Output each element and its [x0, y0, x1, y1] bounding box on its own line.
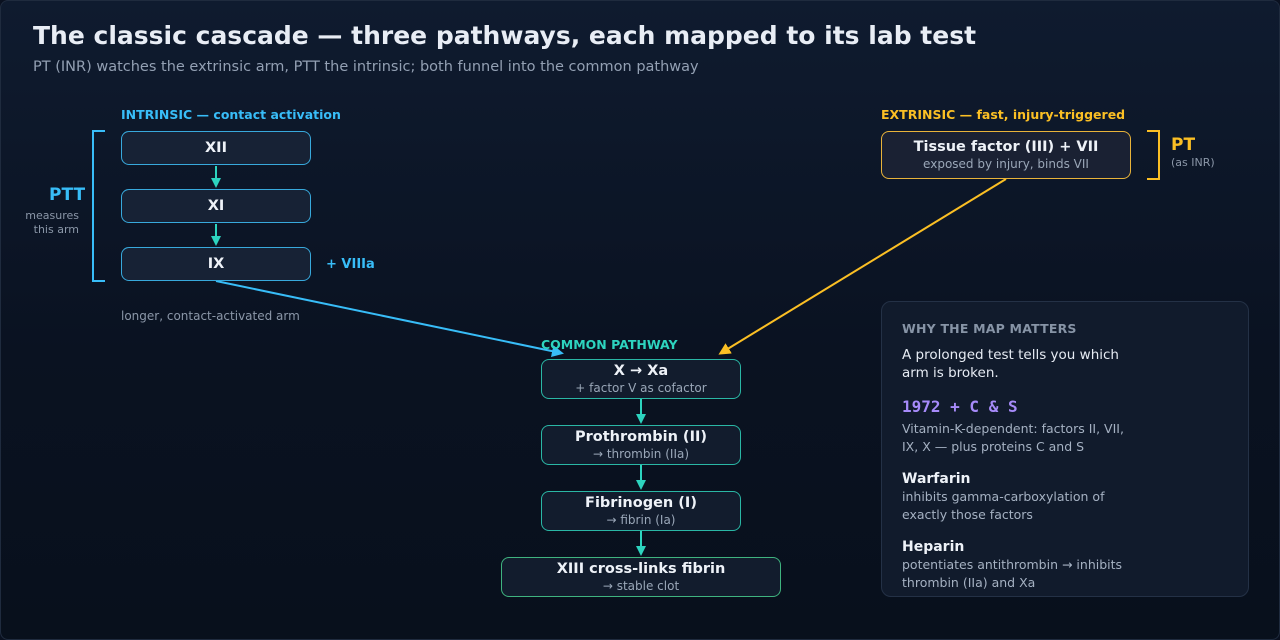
node-prothrombin-sub: → thrombin (IIa) [592, 447, 690, 461]
intrinsic-note: longer, contact-activated arm [121, 309, 300, 323]
node-factor-xii-label: XII [205, 140, 227, 156]
node-tissue-factor-sub: exposed by injury, binds VII [923, 157, 1089, 171]
panel-heading: WHY THE MAP MATTERS [902, 321, 1077, 336]
panel-stat-description: Vitamin-K-dependent: factors II, VII, IX… [902, 421, 1124, 454]
node-prothrombin: Prothrombin (II) → thrombin (IIa) [541, 425, 741, 465]
node-factor-x-label: X → Xa [613, 363, 669, 379]
pt-test-label: PT [1171, 135, 1196, 155]
cofactor-viiia: + VIIIa [326, 257, 375, 272]
panel-lead: A prolonged test tells you which arm is … [902, 347, 1119, 381]
node-fibrinogen: Fibrinogen (I) → fibrin (Ia) [541, 491, 741, 531]
panel-stat: 1972 + C & S [902, 397, 1018, 416]
node-factor-xiii: XIII cross-links fibrin → stable clot [501, 557, 781, 597]
pt-bracket [1147, 130, 1160, 180]
node-factor-ix-label: IX [207, 256, 225, 272]
node-factor-xi: XI [121, 189, 311, 223]
arrow-extrinsic-common [718, 178, 1007, 355]
ptt-note-line-2: this arm [33, 223, 79, 236]
node-factor-x-sub: + factor V as cofactor [575, 381, 707, 395]
ptt-note-line-1: measures [25, 209, 79, 222]
node-tissue-factor-label: Tissue factor (III) + VII [913, 139, 1099, 155]
panel-desc-warfarin: inhibits gamma-carboxylation of exactly … [902, 489, 1105, 522]
arrow-ix-common [215, 280, 564, 358]
node-factor-xiii-label: XIII cross-links fibrin [556, 561, 726, 577]
why-map-matters-panel: WHY THE MAP MATTERS A prolonged test tel… [881, 301, 1249, 597]
node-factor-xiii-sub: → stable clot [602, 579, 680, 593]
node-factor-ix: IX [121, 247, 311, 281]
page-title: The classic cascade — three pathways, ea… [33, 21, 977, 50]
panel-term-warfarin: Warfarin [902, 471, 971, 487]
node-prothrombin-label: Prothrombin (II) [575, 429, 707, 445]
ptt-note: measures this arm [25, 209, 79, 237]
node-factor-xi-label: XI [207, 198, 225, 214]
ptt-bracket [92, 130, 105, 282]
node-factor-xii: XII [121, 131, 311, 165]
extrinsic-label: EXTRINSIC — fast, injury-triggered [881, 107, 1126, 122]
intrinsic-label: INTRINSIC — contact activation [121, 107, 341, 122]
panel-term-heparin: Heparin [902, 539, 965, 555]
node-fibrinogen-sub: → fibrin (Ia) [606, 513, 676, 527]
node-tissue-factor: Tissue factor (III) + VII exposed by inj… [881, 131, 1131, 179]
ptt-test-label: PTT [49, 185, 86, 205]
node-fibrinogen-label: Fibrinogen (I) [585, 495, 697, 511]
common-label: COMMON PATHWAY [541, 337, 678, 352]
node-factor-x: X → Xa + factor V as cofactor [541, 359, 741, 399]
pt-note: (as INR) [1171, 156, 1215, 169]
panel-desc-heparin: potentiates antithrombin → inhibits thro… [902, 557, 1123, 590]
page-subtitle: PT (INR) watches the extrinsic arm, PTT … [33, 59, 699, 75]
